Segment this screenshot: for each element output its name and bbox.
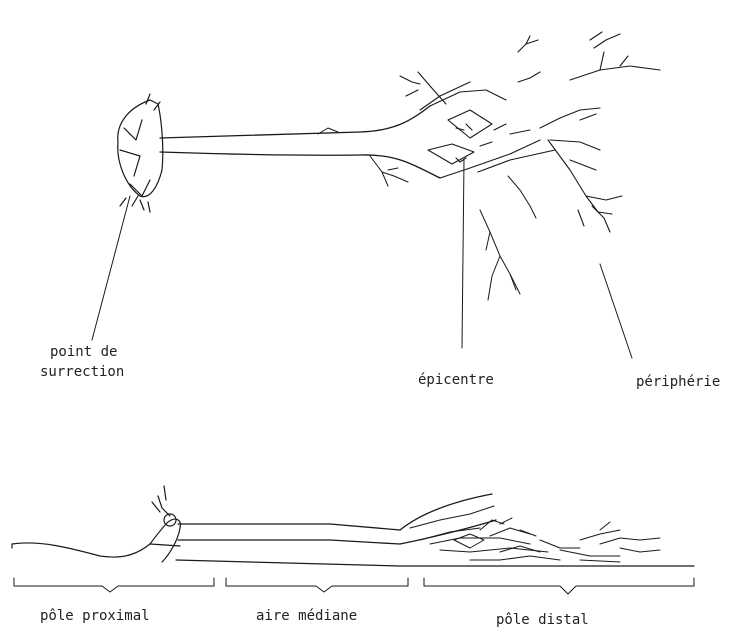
label-point-line2: surrection (40, 364, 124, 380)
label-pole-distal: pôle distal (496, 612, 589, 628)
trunk-twigs (318, 128, 408, 186)
label-epicentre: épicentre (418, 372, 494, 388)
fallen-trunk (160, 106, 440, 178)
label-peripherie: périphérie (636, 374, 720, 390)
leader-lines (92, 160, 632, 358)
top-view: point de surrection épicentre périphérie (40, 32, 720, 390)
label-aire-mediane: aire médiane (256, 608, 357, 624)
root-plate (118, 94, 163, 212)
periphery-branch (548, 140, 622, 232)
label-point-line1: point de (50, 344, 117, 360)
ground-line (12, 543, 694, 566)
side-view: pôle proximal aire médiane pôle distal (12, 486, 694, 628)
side-trunk (178, 494, 496, 544)
brace-mediane (226, 578, 408, 592)
crown (400, 32, 660, 178)
lower-twigs (480, 176, 536, 300)
root-mound (150, 486, 180, 562)
brace-proximal (14, 578, 214, 592)
label-pole-proximal: pôle proximal (40, 608, 150, 624)
brace-distal (424, 578, 694, 594)
